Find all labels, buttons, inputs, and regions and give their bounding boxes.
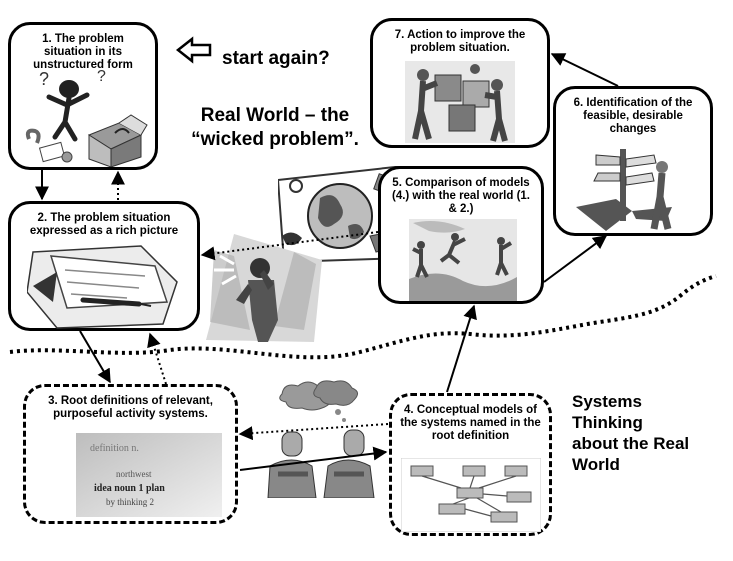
dict-line-4: by thinking 2 xyxy=(106,497,154,507)
arrow-3-to-2-dotted xyxy=(147,332,167,385)
two-men-thinking-clipart xyxy=(267,380,375,498)
start-again-label: start again? xyxy=(222,48,330,69)
box-4-title: 4. Conceptual models of the systems name… xyxy=(400,404,541,442)
dictionary-page-clipart: definition n. northwest idea noun 1 plan… xyxy=(76,433,222,517)
real-world-title: Real World – the “wicked problem”. xyxy=(190,104,360,152)
box-6-identification: 6. Identification of the feasible, desir… xyxy=(553,86,713,236)
systems-thinking-line-3: about the Real xyxy=(572,434,690,453)
dict-line-2: northwest xyxy=(116,469,152,479)
systems-thinking-line-1: Systems xyxy=(572,392,642,411)
box-6-title: 6. Identification of the feasible, desir… xyxy=(573,97,693,135)
real-world-line-2: “wicked problem”. xyxy=(191,129,359,150)
box-7-title: 7. Action to improve the problem situati… xyxy=(394,29,526,54)
confused-figure-clipart: ? ? xyxy=(25,68,148,167)
running-people-clipart xyxy=(409,219,517,301)
systems-thinking-line-4: World xyxy=(572,455,620,474)
systems-thinking-line-2: Thinking xyxy=(572,413,643,432)
flow-model-clipart xyxy=(401,458,541,532)
box-7-action: 7. Action to improve the problem situati… xyxy=(370,18,550,148)
arrow-2-to-3 xyxy=(79,330,111,384)
box-4-conceptual-models: 4. Conceptual models of the systems name… xyxy=(389,393,552,536)
thinking-man-clipart xyxy=(206,234,322,342)
box-3-root-definitions: 3. Root definitions of relevant, purpose… xyxy=(23,384,238,524)
box-1-unstructured-situation: 1. The problem situation in its unstruct… xyxy=(8,22,158,170)
box-5-comparison: 5. Comparison of models (4.) with the re… xyxy=(378,166,544,304)
box-1-title: 1. The problem situation in its unstruct… xyxy=(33,33,133,71)
systems-thinking-label: Systems Thinking about the Real World xyxy=(572,391,689,475)
rich-picture-paper-clipart xyxy=(27,245,178,329)
puzzle-team-clipart xyxy=(405,61,515,143)
svg-text:?: ? xyxy=(39,69,49,89)
dict-line-3: idea noun 1 plan xyxy=(94,483,165,494)
box-3-title: 3. Root definitions of relevant, purpose… xyxy=(48,395,213,420)
box-2-title: 2. The problem situation expressed as a … xyxy=(29,212,179,237)
svg-text:?: ? xyxy=(97,68,106,85)
box-2-rich-picture: 2. The problem situation expressed as a … xyxy=(8,201,200,331)
real-world-line-1: Real World – the xyxy=(200,105,350,126)
signpost-figure-clipart xyxy=(576,149,672,231)
arrow-5-to-6 xyxy=(543,235,608,283)
box-5-title: 5. Comparison of models (4.) with the re… xyxy=(391,177,531,215)
dict-line-1: definition n. xyxy=(90,443,139,454)
arrow-6-to-7 xyxy=(550,53,619,87)
arrow-4-to-5 xyxy=(446,304,477,393)
